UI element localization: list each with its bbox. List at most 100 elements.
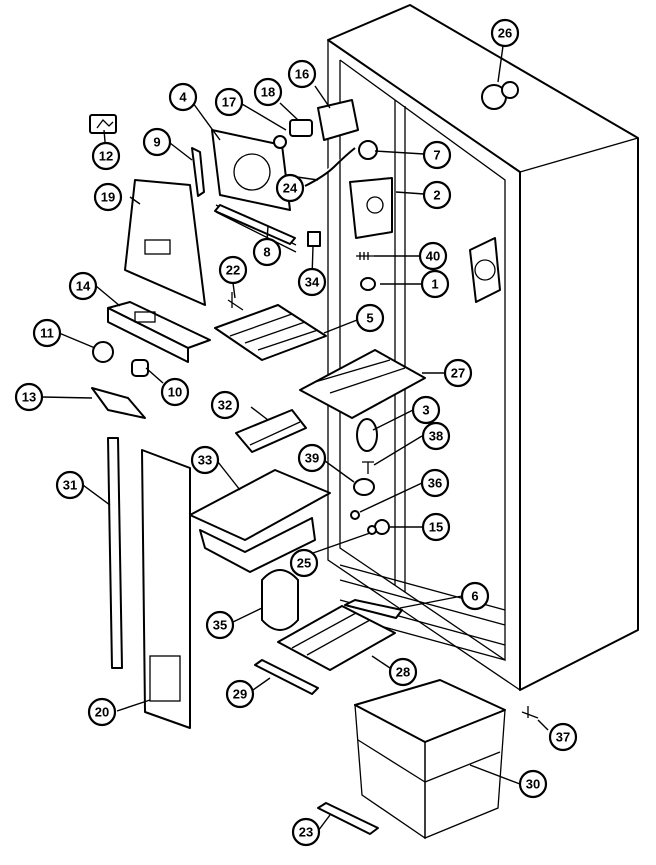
part-28-wire-shelf (277, 605, 396, 671)
callout-38: 38 (421, 421, 451, 451)
callout-label: 37 (556, 730, 570, 745)
callout-label: 28 (396, 665, 410, 680)
callout-2: 2 (422, 180, 452, 210)
callout-label: 16 (295, 67, 309, 82)
callout-27: 27 (443, 358, 473, 388)
callout-label: 10 (168, 385, 182, 400)
callout-19: 19 (93, 182, 123, 212)
part-39-cap (353, 478, 375, 496)
callout-label: 27 (451, 366, 465, 381)
callout-label: 24 (283, 181, 298, 196)
callout-label: 8 (263, 245, 270, 260)
callout-20: 20 (87, 697, 117, 727)
callout-label: 31 (63, 478, 77, 493)
callout-label: 29 (233, 687, 247, 702)
callout-3: 3 (411, 395, 441, 425)
callout-label: 3 (422, 403, 429, 418)
callout-30: 30 (518, 769, 548, 799)
part-13-lens (91, 387, 146, 419)
callout-14: 14 (68, 271, 98, 301)
callout-label: 12 (99, 149, 113, 164)
part-2-housing (349, 177, 393, 239)
part-33-ice-bin (189, 469, 331, 573)
callout-32: 32 (210, 390, 240, 420)
callout-label: 9 (153, 135, 160, 150)
part-19-rear-cover (124, 179, 206, 306)
callout-label: 32 (218, 398, 232, 413)
callout-label: 6 (471, 589, 478, 604)
callout-16: 16 (287, 59, 317, 89)
part-27-shelf (299, 349, 426, 419)
callout-label: 26 (498, 26, 512, 41)
part-11-bulb (92, 341, 114, 363)
callout-label: 30 (526, 777, 540, 792)
part-34-clip (307, 231, 321, 247)
callout-28: 28 (388, 657, 418, 687)
part-22-bolt (227, 292, 244, 311)
callout-label: 34 (305, 275, 320, 290)
callout-label: 38 (429, 429, 443, 444)
callout-label: 36 (428, 476, 442, 491)
callout-label: 35 (213, 618, 227, 633)
callout-31: 31 (55, 470, 85, 500)
part-3-bracket (356, 418, 378, 452)
callout-label: 33 (198, 453, 212, 468)
part-12-clip (89, 114, 117, 134)
callout-label: 40 (426, 249, 440, 264)
part-8-strip (214, 204, 296, 245)
callout-35: 35 (205, 610, 235, 640)
part-31-strip (107, 437, 123, 669)
callout-26: 26 (490, 18, 520, 48)
callout-10: 10 (160, 377, 190, 407)
callout-11: 11 (32, 318, 62, 348)
callout-label: 7 (433, 148, 440, 163)
callout-33: 33 (190, 445, 220, 475)
part-35-auger (261, 569, 299, 631)
part-1-grommet (360, 277, 376, 291)
callout-label: 39 (305, 451, 319, 466)
callout-22: 22 (218, 255, 248, 285)
callout-5: 5 (355, 303, 385, 333)
callout-label: 2 (433, 188, 440, 203)
part-32-ice-tray (235, 409, 307, 453)
callout-label: 13 (22, 390, 36, 405)
callout-label: 18 (261, 85, 275, 100)
callout-label: 20 (95, 705, 109, 720)
callout-9: 9 (142, 127, 172, 157)
callout-13: 13 (14, 382, 44, 412)
leader-lines (41, 45, 549, 832)
callout-18: 18 (253, 77, 283, 107)
callout-label: 19 (101, 190, 115, 205)
part-16-damper-assembly (273, 99, 359, 149)
callout-label: 15 (429, 520, 443, 535)
part-37-clip (521, 706, 539, 719)
callout-label: 14 (76, 279, 91, 294)
callout-label: 25 (297, 556, 311, 571)
part-26-fitting (481, 81, 519, 110)
callout-12: 12 (91, 141, 121, 171)
callout-label: 17 (222, 95, 236, 110)
callout-8: 8 (252, 237, 282, 267)
callout-15: 15 (421, 512, 451, 542)
part-40-screw (356, 252, 374, 260)
callout-36: 36 (420, 468, 450, 498)
callout-39: 39 (297, 443, 327, 473)
part-6-rail (344, 599, 403, 619)
part-10-socket (131, 359, 149, 377)
part-23-strip (317, 802, 379, 835)
part-5-ice-maker (214, 304, 327, 361)
part-30-basket (354, 679, 506, 840)
refrigerator-cabinet (327, 4, 639, 691)
part-14-light-housing (107, 301, 211, 363)
part-15-nut (374, 519, 390, 535)
callout-6: 6 (460, 581, 490, 611)
callout-1: 1 (420, 269, 450, 299)
part-36-washer (350, 510, 360, 520)
callout-7: 7 (422, 140, 452, 170)
callout-24: 24 (275, 173, 305, 203)
callout-label: 11 (40, 326, 54, 341)
part-29-strip (254, 659, 319, 695)
callout-label: 5 (366, 311, 373, 326)
part-38-screw (362, 461, 374, 474)
